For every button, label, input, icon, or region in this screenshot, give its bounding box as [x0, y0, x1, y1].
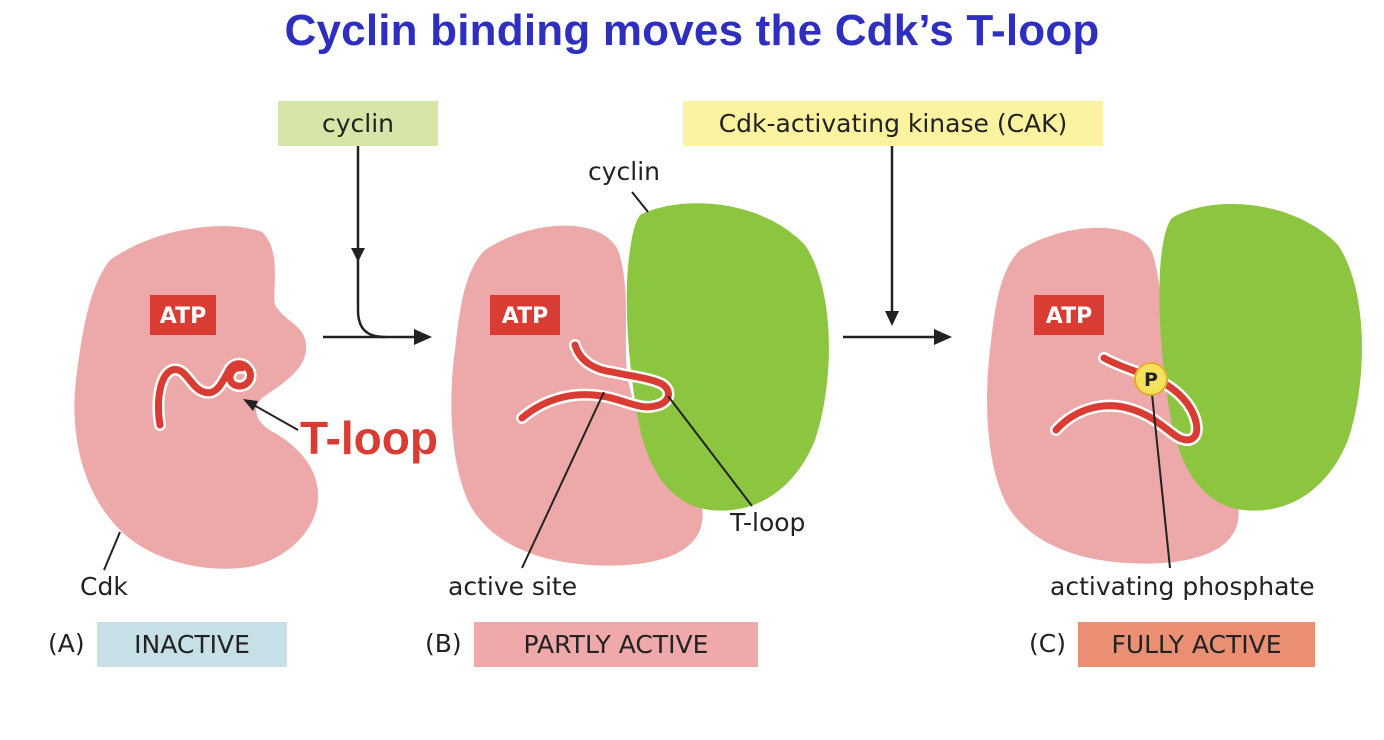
page-title: Cyclin binding moves the Cdk’s T-loop [284, 6, 1100, 55]
atp-label-b: ATP [502, 304, 548, 329]
arrow-b-to-c-head [934, 329, 952, 345]
t-loop-b-pointer [667, 395, 753, 507]
t-loop-a-pointer [251, 403, 299, 431]
cyclin-box-label: cyclin [321, 109, 395, 138]
cyclin-arrowhead [351, 248, 365, 262]
t-loop-large-label: T-loop [300, 412, 438, 464]
atp-label-a: ATP [160, 304, 206, 329]
state-b-status-box: PARTLY ACTIVE [474, 622, 758, 667]
state-c-status-box: FULLY ACTIVE [1078, 622, 1315, 667]
cak-arrowhead [885, 311, 899, 326]
cak-box: Cdk-activating kinase (CAK) [683, 101, 1103, 146]
state-b-status: PARTLY ACTIVE [523, 630, 709, 659]
cyclin-box: cyclin [278, 101, 438, 146]
atp-label-c: ATP [1046, 304, 1092, 329]
cyclin-b-pointer [631, 191, 649, 213]
atp-box-b [490, 295, 560, 335]
t-loop-b [518, 341, 672, 422]
cdk-label: Cdk [80, 572, 128, 601]
state-a-status-box: INACTIVE [97, 622, 287, 667]
atp-box-c [1034, 295, 1104, 335]
atp-box-a [150, 295, 216, 335]
cyclin-arrow-line [356, 146, 386, 339]
phosphate-symbol: P [1144, 369, 1158, 391]
state-c-status: FULLY ACTIVE [1111, 630, 1282, 659]
t-loop-a [155, 360, 254, 429]
cak-box-label: Cdk-activating kinase (CAK) [718, 109, 1068, 138]
activating-phosphate-label: activating phosphate [1050, 572, 1315, 601]
cyclin-body-c [1159, 204, 1362, 511]
active-site-pointer [521, 391, 605, 569]
t-loop-small-label: T-loop [730, 508, 806, 537]
arrow-a-to-b-head [414, 329, 432, 345]
phosphate-circle [1134, 362, 1168, 396]
state-a-status: INACTIVE [134, 630, 250, 659]
phosphate-pointer [1151, 393, 1171, 569]
state-a-letter: (A) [48, 629, 85, 658]
t-loop-a-arrowhead [243, 399, 258, 411]
state-c-letter: (C) [1029, 629, 1066, 658]
cyclin-body-b [626, 203, 829, 511]
active-site-label: active site [448, 572, 578, 601]
cdk-pointer [103, 531, 121, 571]
cdk-body-a [74, 226, 319, 569]
cyclin-b-label: cyclin [588, 157, 661, 186]
state-b-letter: (B) [425, 629, 462, 658]
